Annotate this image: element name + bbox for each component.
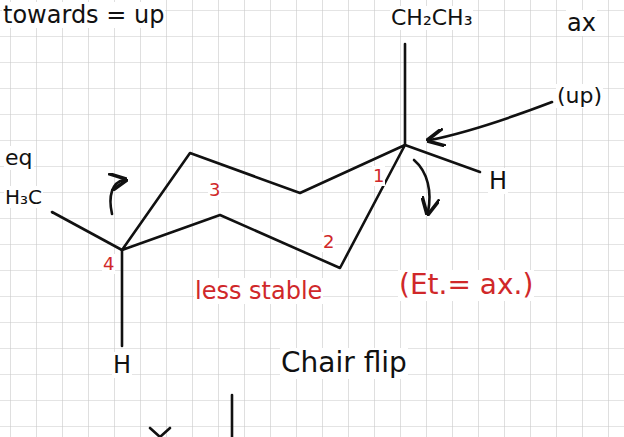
substituent-label: CH₂CH₃	[390, 6, 473, 30]
curved-arrow	[414, 160, 429, 212]
substituent-label: H₃C	[4, 186, 43, 208]
callout-number: 1	[372, 166, 385, 186]
note-text: Chair flip	[280, 348, 408, 379]
pointer-arrow	[430, 102, 552, 140]
note-text: less stable	[194, 278, 323, 304]
callout-number: 3	[208, 180, 221, 200]
curved-arrow	[111, 180, 125, 214]
chair-ring	[122, 145, 405, 268]
note-text: towards = up	[2, 2, 165, 28]
equatorial-bond	[405, 145, 480, 172]
position-label: eq	[4, 146, 34, 170]
atom-label: H	[488, 168, 508, 194]
note-text: (up)	[556, 84, 603, 108]
equatorial-bond	[52, 212, 122, 250]
note-text: (Et.= ax.)	[398, 270, 534, 301]
flip-arrow-tip	[150, 428, 170, 437]
callout-number: 4	[102, 254, 115, 274]
axial-bond	[404, 44, 407, 145]
axial-bond	[121, 250, 124, 346]
flip-arrow-shaft	[231, 395, 234, 437]
callout-number: 2	[322, 232, 335, 252]
atom-label: H	[112, 352, 132, 378]
position-label: ax	[566, 10, 597, 36]
